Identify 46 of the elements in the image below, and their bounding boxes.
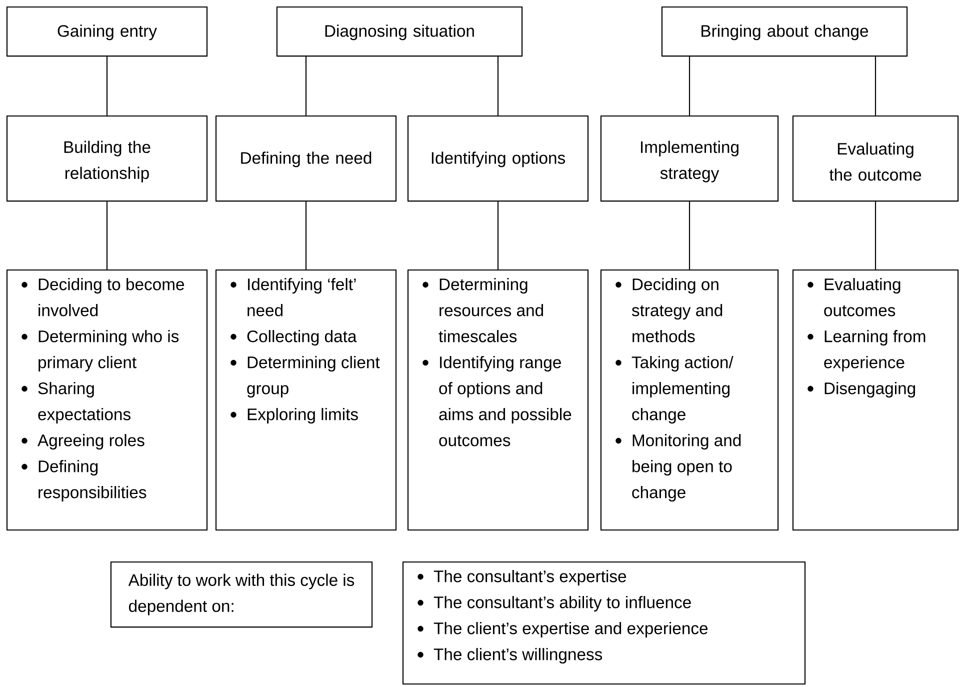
connector-line [497, 56, 499, 116]
bullet-list-box [407, 269, 589, 531]
connector-line [305, 56, 307, 116]
stage-box: Bringing about change [661, 6, 908, 57]
list-item: Defining responsibilities [22, 460, 146, 502]
list-item: The client’s expertise and experience [418, 622, 708, 638]
list-item: The consultant’s expertise [418, 570, 626, 586]
connector-line [106, 202, 108, 270]
list-item: Determining who is primary client [22, 330, 179, 372]
connector-line [688, 56, 690, 116]
list-item: Agreeing roles [22, 434, 144, 450]
list-item: Disengaging [808, 382, 916, 398]
connector-line [106, 56, 108, 116]
connector-line [874, 202, 876, 270]
stage-box: Gaining entry [6, 6, 208, 57]
list-item: Deciding to become involved [22, 278, 184, 316]
step-box: Evaluating the outcome [792, 115, 959, 202]
connector-line [305, 202, 307, 270]
bullet-list-box [792, 269, 959, 531]
step-box: Defining the need [215, 115, 397, 202]
stage-box: Diagnosing situation [276, 6, 523, 57]
step-box: Implementing strategy [600, 115, 779, 202]
list-item: Determining client group [230, 356, 380, 398]
step-box: Building the relationship [6, 115, 208, 202]
list-item: Identifying range of options and aims and possible outcomes [422, 356, 572, 446]
connector-line [688, 202, 690, 270]
step-box: Identifying options [407, 115, 589, 202]
note-box: Ability to work with this cycle is dependent on: [110, 561, 373, 628]
list-item: Deciding on strategy and methods [616, 278, 722, 342]
bullet-list-box [402, 561, 806, 685]
bullet-list-box [215, 269, 397, 531]
list-item: Evaluating outcomes [808, 278, 900, 316]
list-item: Exploring limits [230, 408, 358, 424]
list-item: The consultant’s ability to influence [418, 596, 691, 612]
connector-line [874, 56, 876, 116]
list-item: Identifying ‘felt’ need [230, 278, 356, 316]
list-item: Collecting data [230, 330, 357, 346]
list-item: Learning from experience [808, 330, 926, 372]
list-item: Monitoring and being open to change [616, 434, 741, 502]
list-item: Determining resources and timescales [422, 278, 544, 342]
list-item: The client’s willingness [418, 648, 602, 664]
list-item: Taking action/ implementing change [616, 356, 734, 424]
list-item: Sharing expectations [22, 382, 130, 424]
bullet-list-box [6, 269, 208, 531]
bullet-list-box [600, 269, 779, 531]
connector-line [497, 202, 499, 270]
